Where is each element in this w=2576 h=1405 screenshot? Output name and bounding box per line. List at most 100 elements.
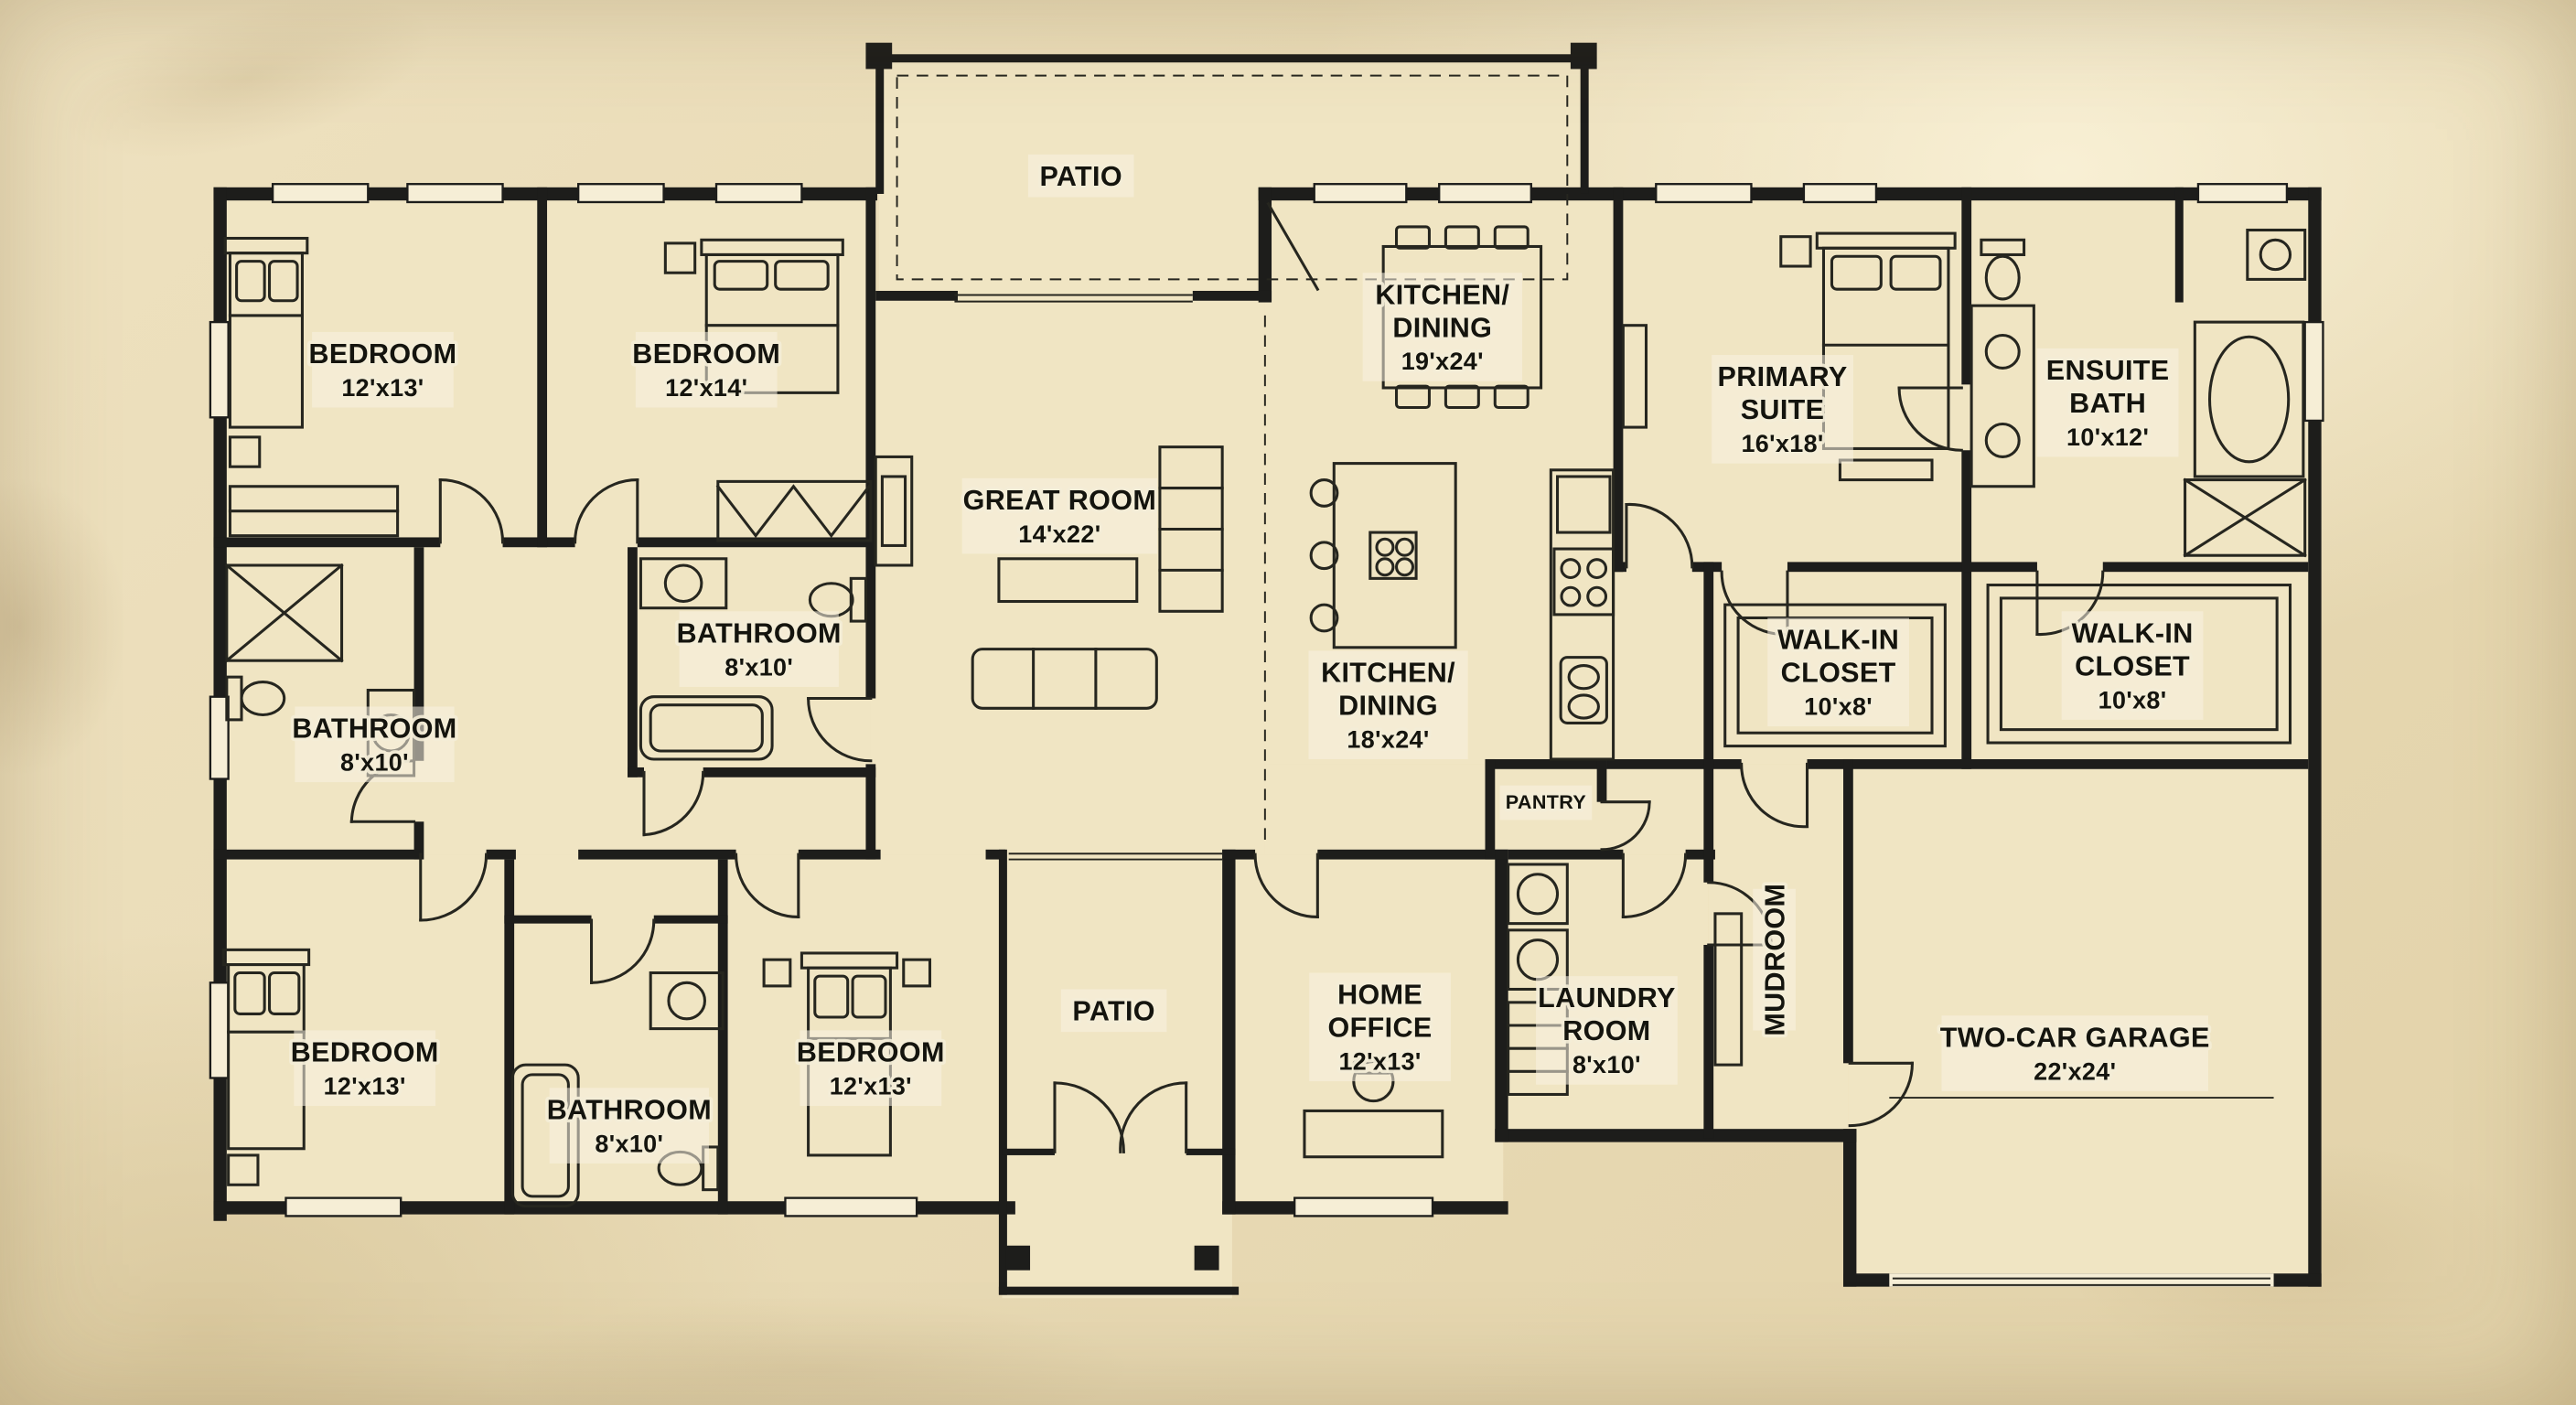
wall-top-right <box>1258 187 2322 201</box>
door-kitchen-corner <box>1266 201 1320 292</box>
room-name-text: WALK-IN <box>1777 625 1899 656</box>
window <box>2303 320 2324 423</box>
room-dims-text: 12'x13' <box>830 1072 912 1099</box>
room-dims-text: 16'x18' <box>1741 430 1823 457</box>
label-backdrop <box>1060 989 1167 1033</box>
patio-pillar <box>865 42 893 70</box>
room-dims-text: 10'x8' <box>1804 692 1873 720</box>
kitchen-island <box>1309 462 1457 649</box>
window <box>1438 183 1532 204</box>
patio-top-right-edge <box>1580 54 1589 194</box>
room-name-text: BEDROOM <box>797 1037 945 1068</box>
sofa-great-room <box>971 648 1158 710</box>
wall-right <box>2308 187 2322 1287</box>
label-backdrop <box>800 1030 942 1107</box>
room-name-text: PRIMARY <box>1718 361 1848 392</box>
corner-sink-ensuite <box>2246 228 2307 281</box>
room-labels: BEDROOM12'x13'BEDROOM12'x14'PATIOKITCHEN… <box>287 154 2213 1164</box>
closet-bedroom-top-left <box>228 485 400 538</box>
wall-int <box>1485 758 1496 860</box>
fireplace-great-room <box>874 455 914 567</box>
wall-int <box>1613 187 1624 573</box>
wall-int <box>1843 758 1853 1064</box>
room-label-mudroom: MUDROOM <box>1753 880 1796 1039</box>
room-name-text: KITCHEN/ <box>1375 279 1509 310</box>
patio-pillar <box>1570 42 1597 70</box>
wall-laundry-bottom <box>1495 1129 1857 1142</box>
room-dims-text: 18'x24' <box>1347 725 1429 753</box>
room-name-text: ENSUITE <box>2046 355 2170 386</box>
shower-ensuite <box>2183 477 2307 558</box>
coffee-table-great-room <box>997 557 1139 604</box>
room-name-text: CLOSET <box>2075 650 2190 681</box>
room-dims-text: 8'x10' <box>595 1130 663 1157</box>
window <box>576 183 665 204</box>
room-name-text: PANTRY <box>1506 790 1587 813</box>
kitchen-counter <box>1549 468 1615 761</box>
window <box>1802 183 1878 204</box>
door-bathroom-bottom <box>590 918 656 984</box>
window <box>1313 183 1408 204</box>
interior-walls <box>213 187 2309 1215</box>
room-dims-text: 12'x13' <box>341 374 424 402</box>
wall-int <box>1787 562 2037 573</box>
label-backdrop <box>294 1030 436 1107</box>
label-backdrop <box>295 706 455 783</box>
label-backdrop <box>1753 888 1796 1031</box>
wall-office-left <box>1222 849 1236 1215</box>
room-name-text: TWO-CAR GARAGE <box>1940 1022 2210 1053</box>
toilet-bathroom-left <box>225 675 286 722</box>
wall-office-right <box>1495 849 1508 1142</box>
wall-int <box>1685 849 1715 860</box>
label-backdrop <box>549 1088 709 1164</box>
door-garage-to-mudroom <box>1848 1061 1914 1128</box>
door-bathroom-upper-middle <box>642 770 705 837</box>
wall-int <box>865 187 876 699</box>
room-name-text: BATHROOM <box>292 713 456 745</box>
bifold-closet-bedroom-top-middle <box>715 479 873 542</box>
label-backdrop <box>1499 785 1593 820</box>
door-bedroom-bottom-left <box>419 853 488 922</box>
vanity-bathroom-upper-middle <box>639 557 728 610</box>
room-name-text: CLOSET <box>1781 658 1896 689</box>
room-name-text: OFFICE <box>1328 1013 1433 1044</box>
windows <box>209 183 2324 1287</box>
label-backdrop <box>679 611 839 687</box>
wall-int <box>1596 758 1607 802</box>
wall-kitchen-connector <box>1258 187 1272 303</box>
room-label-pantry: PANTRY <box>1499 785 1593 820</box>
double-vanity-ensuite <box>1970 304 2035 488</box>
door-bedroom-top-middle <box>574 478 639 544</box>
wall-int <box>1961 562 1972 769</box>
door-mudroom <box>1740 762 1809 829</box>
label-backdrop <box>1536 976 1678 1085</box>
door-bedroom-bottom-middle <box>735 853 800 918</box>
patio-top-left-edge <box>875 54 885 194</box>
room-label-patio-bottom: PATIO <box>1060 989 1167 1033</box>
door-primary-entry <box>1625 502 1694 569</box>
window <box>406 183 504 204</box>
window <box>1655 183 1753 204</box>
label-backdrop <box>1362 273 1522 381</box>
wall-int <box>1222 849 1256 860</box>
shower-bathroom-left <box>224 563 344 663</box>
wall-int <box>413 821 424 860</box>
window <box>271 183 370 204</box>
patio-top-edge <box>875 54 1589 63</box>
wall-int <box>1508 849 1624 860</box>
room-name-text: SUITE <box>1741 394 1825 425</box>
window <box>1293 1196 1434 1217</box>
wall-garage-left <box>1843 1129 1857 1287</box>
label-backdrop <box>1027 154 1134 198</box>
shelving-closet-right <box>1986 584 2292 745</box>
wall-int <box>1485 758 1607 769</box>
room-name-text: GREAT ROOM <box>963 485 1157 516</box>
wall-int <box>1703 758 1714 883</box>
wall-int <box>653 915 728 924</box>
